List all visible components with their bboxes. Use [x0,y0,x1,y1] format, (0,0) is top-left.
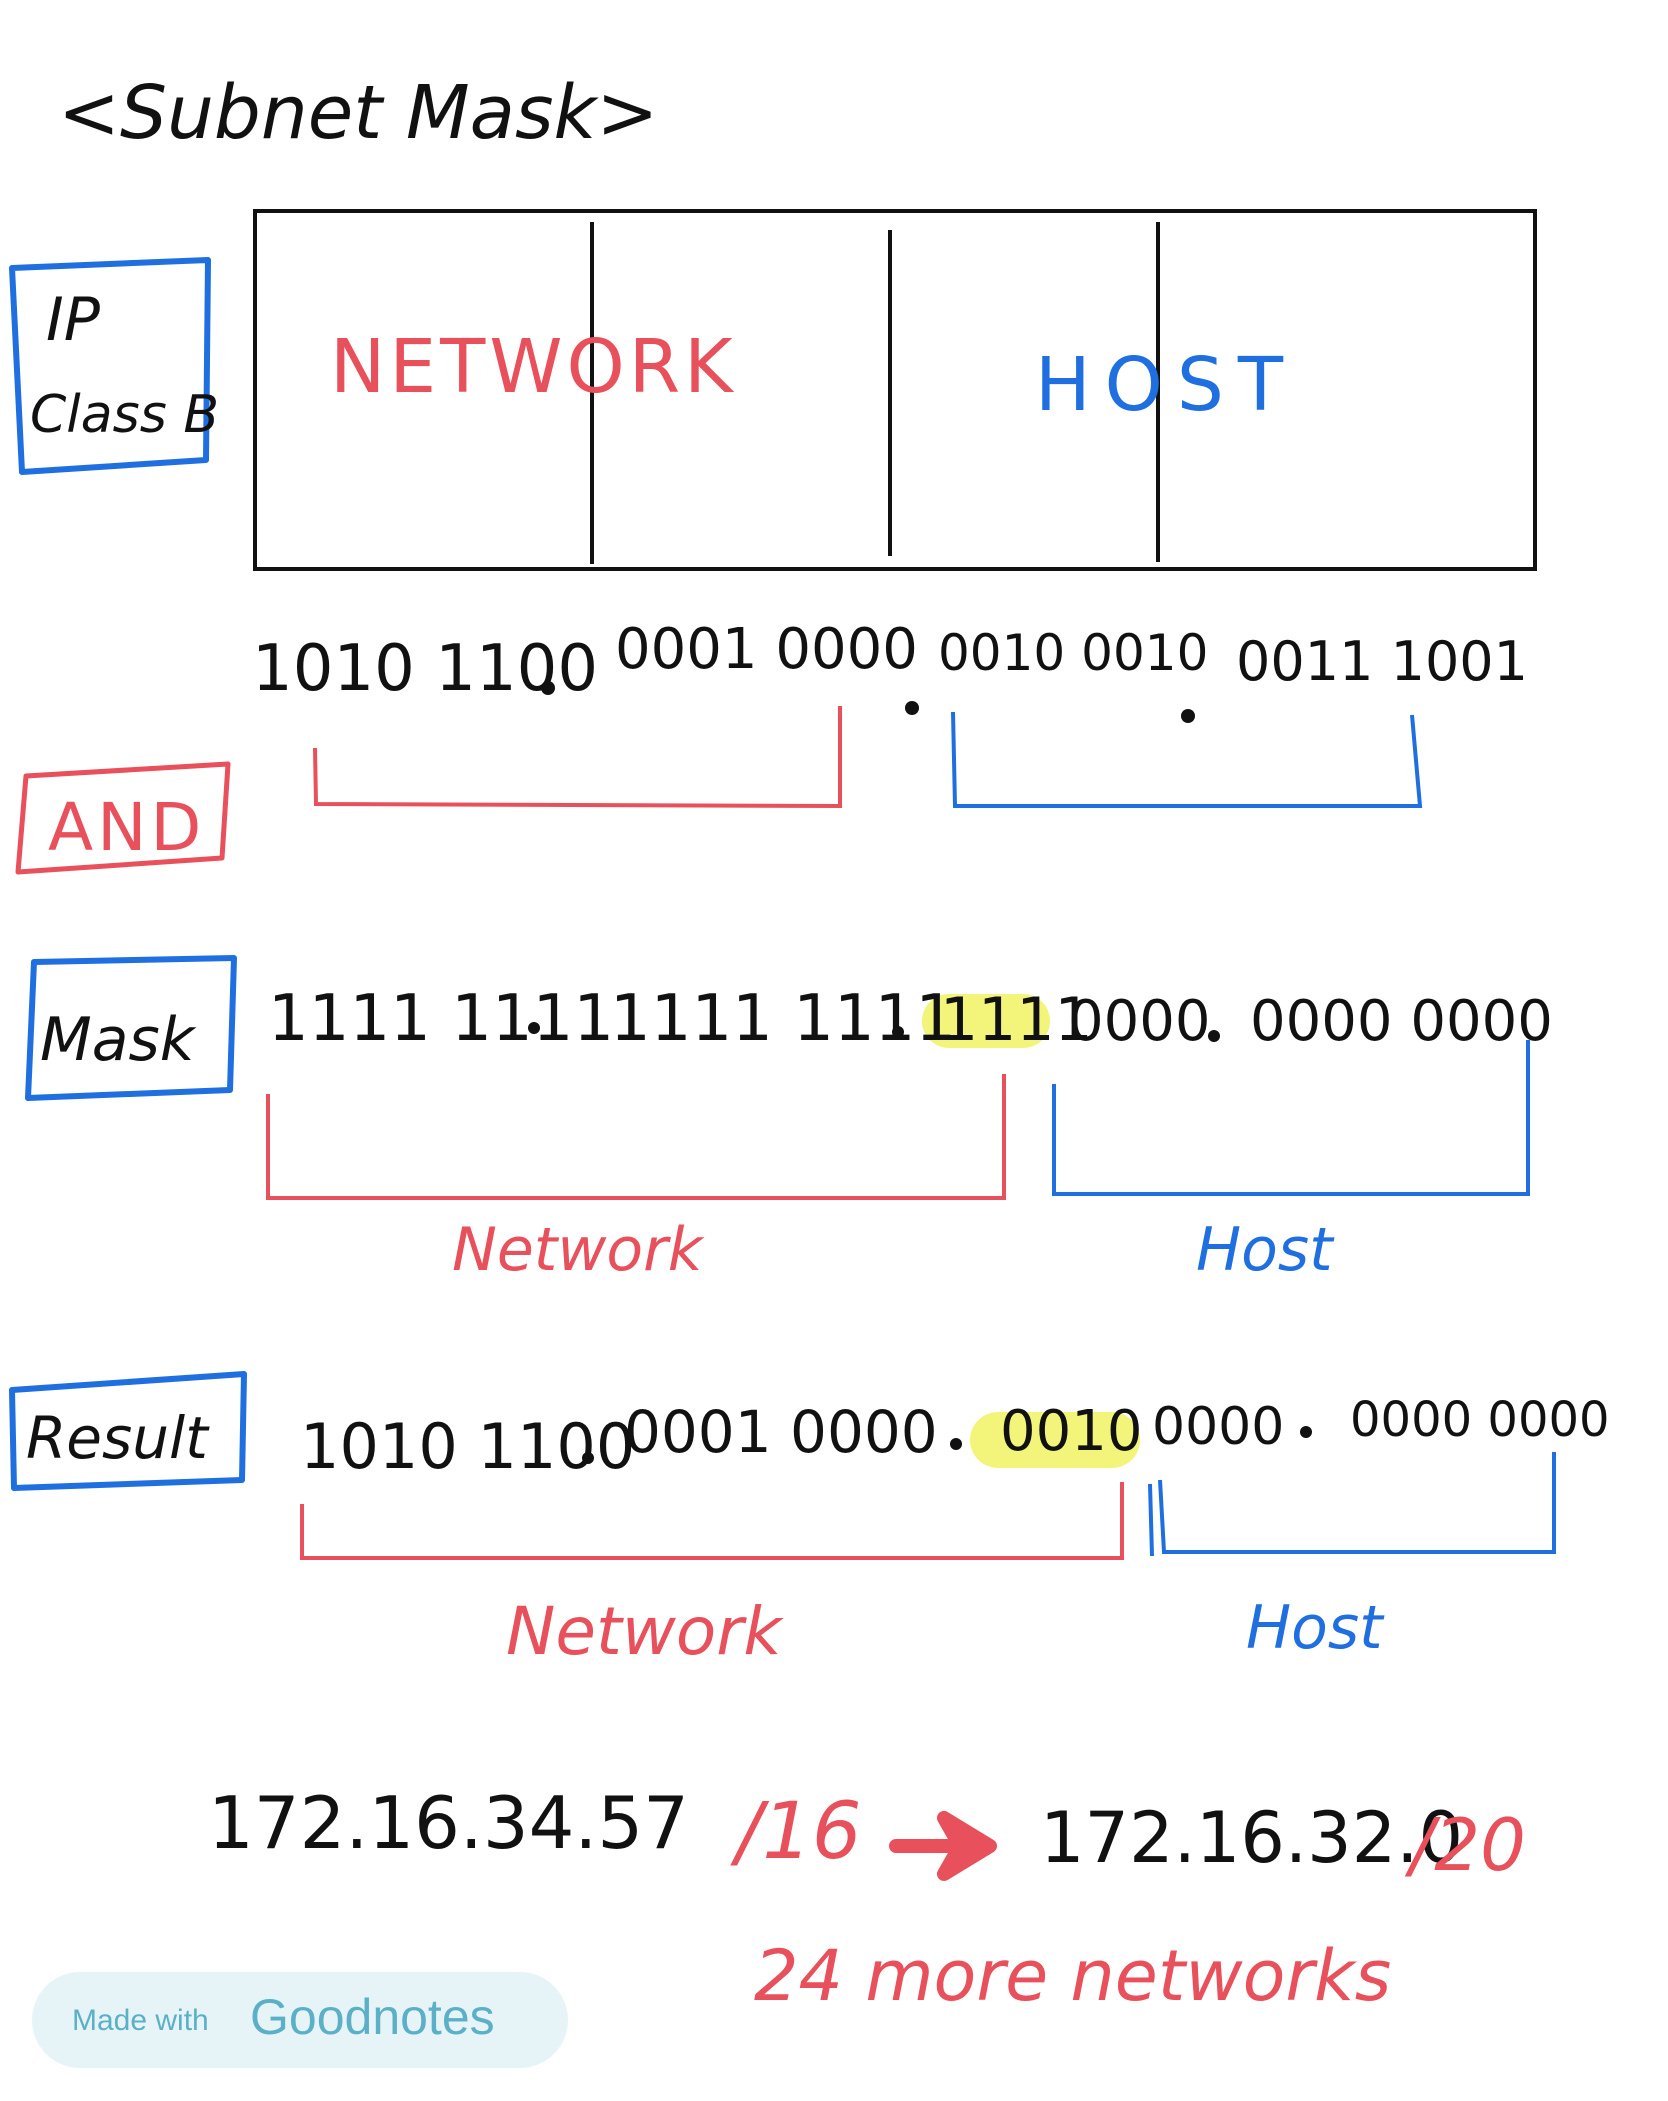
result-octet-1: 1010 1100 [300,1410,635,1483]
badge-brand: Goodnotes [250,1989,495,2045]
network-part-label: NETWORK [330,324,737,410]
ip-octet-2: 0001 0000 [615,617,918,682]
subnet-prefix: /20 [1404,1803,1526,1887]
mask-row: Mask 1111 1111 1111 1111 1111 0000 0000 … [25,955,1553,1468]
mask-host-label: Host [1196,1215,1335,1285]
ip-octet-3: 0010 0010 [938,624,1208,682]
badge-made-with: Made with [72,2004,209,2037]
arrow-right-icon [889,1811,997,1881]
ip-class-label-box: IP Class B [9,257,219,475]
made-with-goodnotes-badge: Made with Goodnotes [32,1972,568,2068]
subnet-address: 172.16.32.0 [1040,1797,1463,1879]
ip-binary-row: 1010 1100 0001 0000 0010 0010 0011 1001 [252,617,1528,809]
result-row: Result 1010 1100 0001 0000 0010 0000 000… [9,1371,1610,1670]
mask-octet-3-network-bits: 1111 [940,985,1093,1055]
ip-octet-4: 0011 1001 [1236,630,1528,693]
result-octet-3-host-bits: 0000 [1152,1397,1284,1457]
and-label: AND [48,789,205,866]
mask-label: Mask [40,1005,197,1075]
mask-octet-4: 0000 0000 [1250,989,1553,1054]
summary-row: 172.16.34.57 /16 172.16.32.0 /20 24 more… [208,1781,1526,2017]
ip-label: IP [46,285,101,355]
source-prefix: /16 [730,1787,862,1877]
result-octet-2: 0001 0000 [624,1398,938,1466]
result-network-label: Network [506,1593,784,1670]
ip-octet-1: 1010 1100 [252,632,598,706]
mask-octet-1: 1111 1111 [268,982,614,1056]
result-octet-3-network-bits: 0010 [1000,1399,1143,1464]
and-operator-box: AND [15,761,231,875]
class-label: Class B [30,385,219,445]
address-structure-box: NETWORK HOST [253,209,1537,571]
mask-network-label: Network [452,1215,705,1285]
mask-octet-3-host-bits: 0000 [1068,989,1211,1054]
source-ip: 172.16.34.57 [208,1781,689,1865]
result-label: Result [26,1404,210,1472]
mask-octet-2: 1111 1111 [610,982,956,1056]
result-host-label: Host [1246,1593,1385,1663]
subnet-count-note: 24 more networks [754,1935,1391,2017]
host-part-label: HOST [1035,342,1297,428]
page-title: <Subnet Mask> [58,70,658,156]
result-octet-4: 0000 0000 [1350,1392,1610,1448]
